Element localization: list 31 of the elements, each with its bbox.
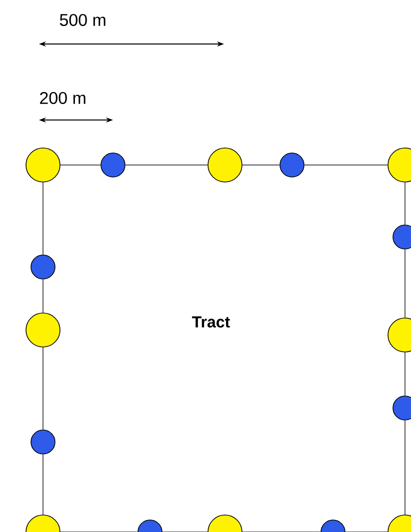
area-label: Tract bbox=[192, 316, 230, 328]
marker-circle bbox=[100, 152, 126, 178]
line bbox=[404, 248, 406, 318]
marker-circle bbox=[388, 148, 411, 182]
marker-circle bbox=[320, 520, 346, 532]
line bbox=[42, 278, 44, 314]
line bbox=[404, 182, 406, 226]
line bbox=[124, 164, 208, 166]
marker-circle bbox=[388, 514, 411, 532]
marker-circle bbox=[26, 148, 60, 182]
scale-label: 200 m bbox=[40, 92, 86, 104]
marker-circle bbox=[388, 318, 411, 352]
line bbox=[42, 182, 44, 256]
marker-circle bbox=[30, 254, 56, 280]
marker-circle bbox=[30, 430, 56, 454]
line bbox=[60, 164, 102, 166]
line bbox=[404, 352, 406, 396]
line bbox=[42, 346, 44, 430]
marker-circle bbox=[392, 224, 411, 250]
marker-circle bbox=[26, 312, 60, 348]
line bbox=[242, 164, 280, 166]
marker-circle bbox=[392, 396, 411, 420]
line bbox=[42, 454, 44, 516]
marker-circle bbox=[280, 152, 304, 178]
marker-circle bbox=[138, 520, 162, 532]
marker-circle bbox=[208, 148, 242, 182]
marker-circle bbox=[208, 514, 242, 532]
line bbox=[404, 420, 406, 516]
scale-label: 500 m bbox=[60, 14, 106, 26]
marker-circle bbox=[26, 514, 60, 532]
line bbox=[304, 164, 388, 166]
